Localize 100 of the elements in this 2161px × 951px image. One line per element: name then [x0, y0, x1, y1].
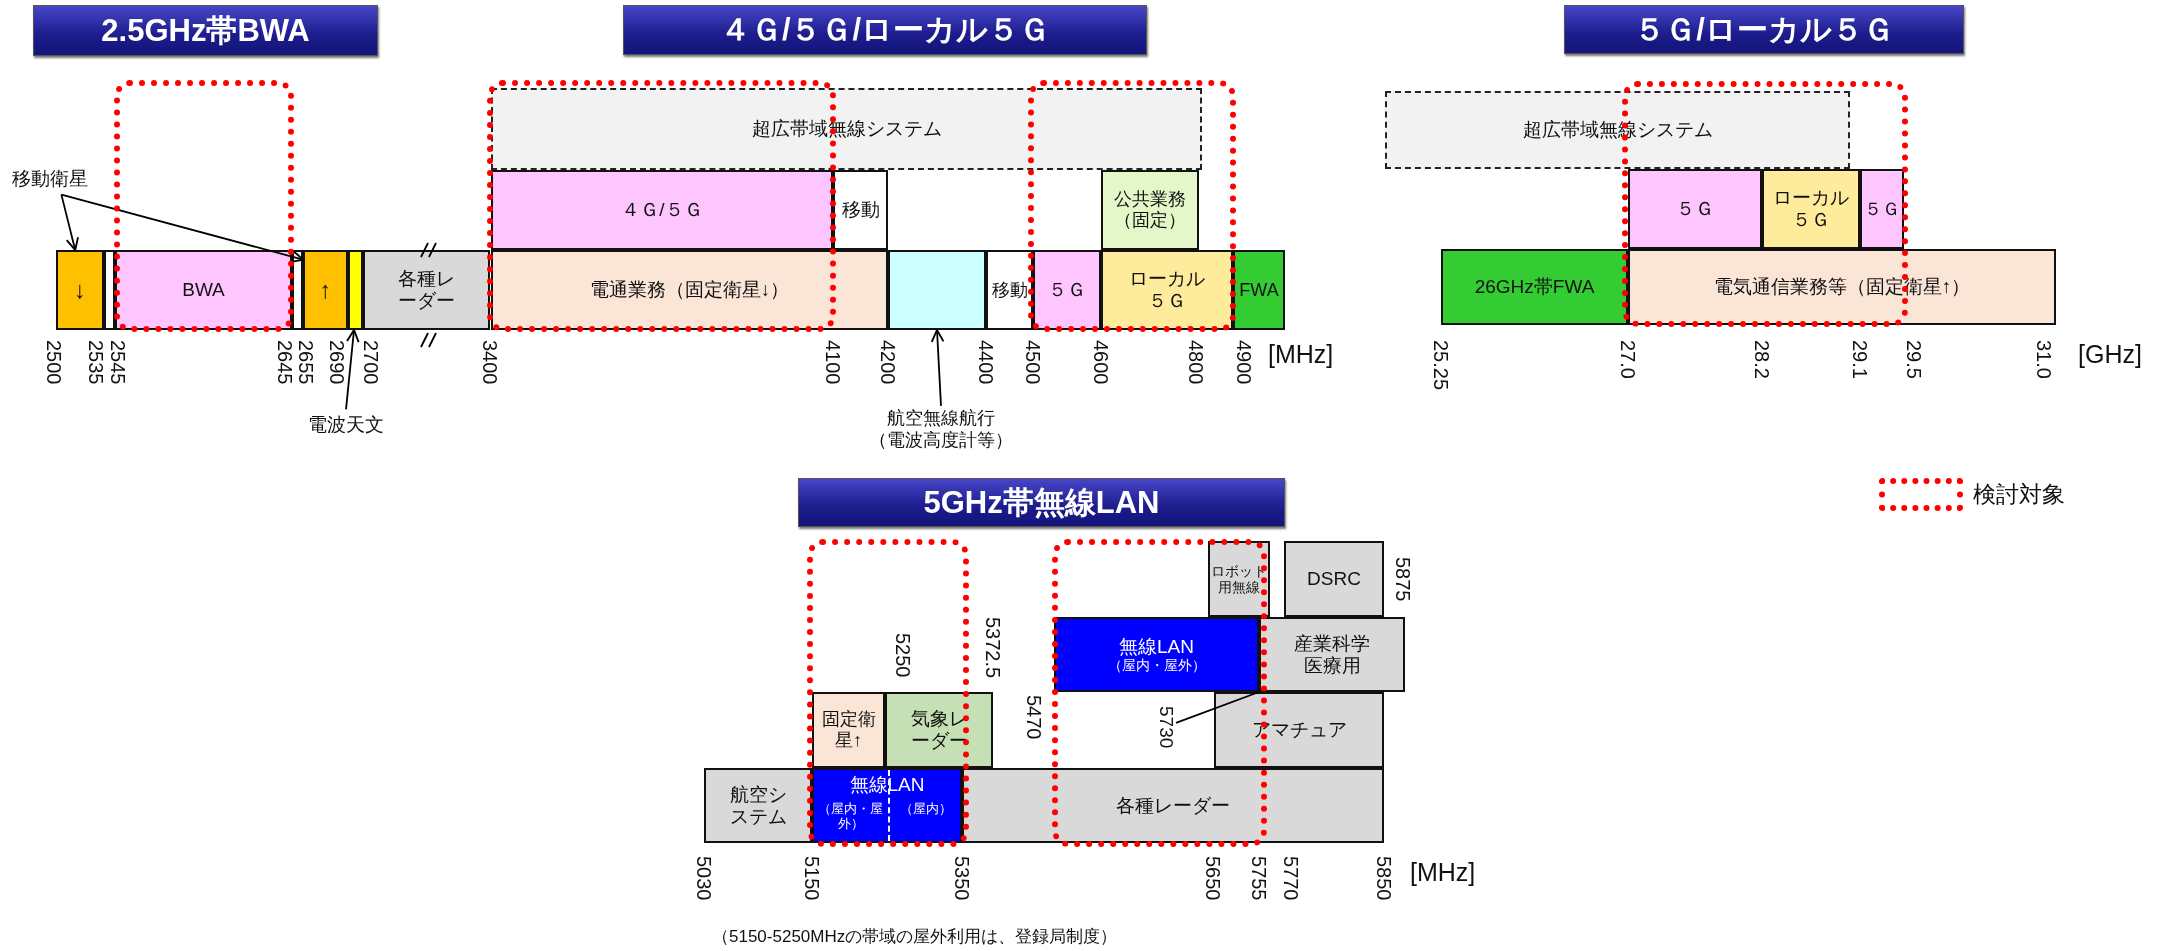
- tick-label: 5755: [1249, 856, 1269, 901]
- tick-label: 4200: [878, 340, 898, 385]
- tick-label: 4600: [1091, 340, 1111, 385]
- band-box: [104, 250, 115, 330]
- tick-label: 2545: [108, 340, 128, 385]
- tick-label: 4400: [976, 340, 996, 385]
- section-banner: ５Ｇ/ローカル５Ｇ: [1564, 5, 1964, 54]
- band-box: [1259, 617, 1405, 692]
- tick-label: 28.2: [1752, 340, 1772, 379]
- band-box: [363, 250, 490, 330]
- tick-label: 31.0: [2034, 340, 2054, 379]
- tick-label: 2500: [44, 340, 64, 385]
- band-note: （屋内・屋外）: [1107, 657, 1206, 674]
- unit-label: [GHz]: [2078, 340, 2142, 369]
- band-box: [1628, 169, 1762, 249]
- tick-label: 4800: [1186, 340, 1206, 385]
- band-label: 電気通信業務等（固定衛星↑）: [1713, 276, 1971, 298]
- band-label: ４Ｇ/５Ｇ: [621, 199, 703, 221]
- tick-label: 29.1: [1850, 340, 1870, 379]
- band-label: ロボット用無線: [1210, 562, 1268, 596]
- tick-label: 5875: [1393, 557, 1413, 602]
- tick-label: 29.5: [1904, 340, 1924, 379]
- unit-label: [MHz]: [1268, 340, 1334, 369]
- band-label: BWA: [182, 279, 225, 301]
- band-box: [1101, 170, 1199, 250]
- band-box: [1385, 91, 1850, 169]
- tick-label: 5372.5: [983, 617, 1003, 679]
- band-box: [1284, 541, 1384, 617]
- band-box: [1628, 249, 2056, 325]
- band-label: ↓: [74, 276, 86, 304]
- band-box: [704, 768, 812, 843]
- band-box: [888, 250, 986, 330]
- band-box: [812, 768, 962, 843]
- band-label: 公共業務（固定）: [1113, 189, 1187, 231]
- band-note: （屋内・屋外）: [817, 802, 884, 832]
- section-banner: ４Ｇ/５Ｇ/ローカル５Ｇ: [623, 5, 1147, 55]
- band-label: 固定衛星↑: [820, 709, 877, 751]
- band-label: ５Ｇ: [1048, 279, 1086, 301]
- band-box: [1233, 250, 1285, 330]
- band-box: [303, 250, 348, 330]
- band-label: 電通業務（固定衛星↓）: [589, 279, 790, 301]
- tick-label: 5730: [1157, 706, 1176, 749]
- band-label: 無線LAN: [848, 774, 926, 796]
- band-label: 航空システム: [728, 783, 788, 828]
- footnote-text: （5150-5250MHzの帯域の屋外利用は、登録局制度）: [712, 926, 1118, 948]
- tick-label: 4100: [823, 340, 843, 385]
- band-label: ローカル５Ｇ: [1772, 187, 1850, 231]
- band-box: [1208, 541, 1270, 617]
- band-box: [962, 768, 1384, 843]
- annotation-text: 電波天文: [308, 412, 384, 438]
- tick-label: 5770: [1281, 856, 1301, 901]
- band-label: ローカル５Ｇ: [1128, 268, 1206, 312]
- band-box: [1033, 250, 1101, 330]
- band-box: [812, 692, 885, 768]
- tick-label: 3400: [480, 340, 500, 385]
- band-label: 産業科学医療用: [1293, 632, 1371, 677]
- band-label: 26GHz帯FWA: [1474, 276, 1595, 298]
- band-box: [1762, 169, 1860, 249]
- band-label: ５Ｇ: [1864, 198, 1900, 220]
- band-box: [986, 250, 1033, 330]
- tick-label: 5350: [952, 856, 972, 901]
- arrow: [345, 329, 360, 411]
- band-box: [885, 692, 993, 768]
- arrow: [60, 193, 79, 251]
- unit-label: [MHz]: [1410, 858, 1476, 887]
- tick-label: 5650: [1203, 856, 1223, 901]
- section-banner: 2.5GHz帯BWA: [33, 5, 378, 56]
- band-box: [348, 250, 363, 330]
- tick-label: 2655: [296, 340, 316, 385]
- annotation-text: 移動衛星: [12, 166, 88, 192]
- band-label: FWA: [1239, 279, 1279, 301]
- tick-label: 5030: [694, 856, 714, 901]
- tick-label: 4500: [1023, 340, 1043, 385]
- band-box: [1101, 250, 1233, 330]
- band-box: [1860, 169, 1904, 249]
- section-banner: 5GHz帯無線LAN: [798, 478, 1285, 527]
- band-box: [56, 250, 104, 330]
- tick-label: 5470: [1024, 695, 1044, 740]
- arrow: [930, 329, 945, 407]
- tick-label: 4900: [1234, 340, 1254, 385]
- legend-label: 検討対象: [1973, 480, 2065, 509]
- tick-label: 2645: [275, 340, 295, 385]
- band-box: [1441, 249, 1628, 325]
- tick-label: 2535: [86, 340, 106, 385]
- tick-label: 25.25: [1431, 340, 1451, 391]
- arrow: [60, 193, 304, 264]
- band-box: [115, 250, 292, 330]
- tick-label: 5850: [1374, 856, 1394, 901]
- tick-label: 2700: [361, 340, 381, 385]
- annotation-text: 航空無線航行（電波高度計等）: [866, 408, 1016, 452]
- band-label: 各種レーダー: [397, 268, 456, 312]
- band-label: DSRC: [1307, 568, 1361, 590]
- tick-label: 2690: [327, 340, 347, 385]
- tick-label: 5150: [802, 856, 822, 901]
- band-box: [1214, 692, 1384, 768]
- tick-label: 5250: [893, 633, 913, 678]
- band-label: ↑: [319, 276, 332, 304]
- band-note: （屋内）: [898, 802, 953, 817]
- tick-label: 27.0: [1618, 340, 1638, 379]
- band-label: 移動: [841, 199, 880, 221]
